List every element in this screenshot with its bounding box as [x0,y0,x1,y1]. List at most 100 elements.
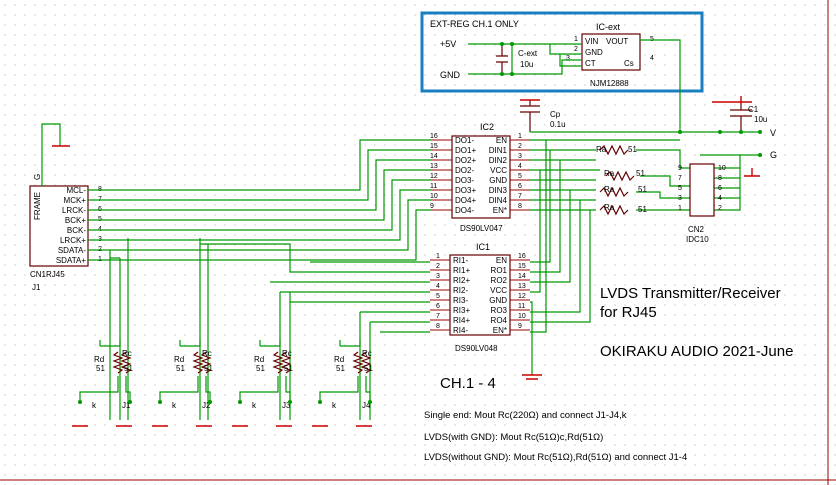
ic-pin-number: 3 [518,153,522,160]
title-line3: OKIRAKU AUDIO 2021-June [600,343,793,360]
junction [318,400,322,404]
junction [510,72,514,76]
rj45-frame-label: FRAME [33,192,42,220]
term-k-label: k [252,401,257,410]
c1-cap [730,104,752,132]
ic-pin-number: 8 [436,323,440,330]
wire-lrck-n [88,159,432,211]
junction [288,400,292,404]
wire-mcl [88,139,432,191]
ic-ext-num2: 2 [574,46,578,53]
channels-label: CH.1 - 4 [440,375,496,392]
cn2-pin-number: 7 [678,175,682,182]
ic-pin-number: 12 [430,173,438,180]
ic-ext-pin-vin: VIN [585,37,599,46]
term-k-label: k [92,401,97,410]
ic-pin-name: RO3 [491,306,508,315]
ic-pin-name: DO4+ [455,196,476,205]
ic-pin-name: RI2+ [453,276,470,285]
junction [758,153,762,157]
cn2-pin-number: 8 [718,175,722,182]
rj45-part: CN1RJ45 [30,270,65,279]
rd-ref: Rd [334,355,344,364]
cn2-gnd-symbol [744,168,760,177]
ic-pin-name: DO2- [455,166,474,175]
ic-pin-number: 9 [518,323,522,330]
rail-v-label: V [770,128,776,138]
ic-pin-number: 7 [436,313,440,320]
ic-pin-name: RO2 [491,276,508,285]
term-k-label: k [332,401,337,410]
wire-lrck-p [88,189,432,241]
rj45-pin-label: SDATA+ [56,256,86,265]
ic-pin-name: DIN1 [489,146,508,155]
ic-pin-number: 16 [430,133,438,140]
ic-ext-pin-cs: Cs [624,59,634,68]
ic-ext-pin-gnd: GND [585,48,603,57]
cn2-pin-number: 5 [678,185,682,192]
rd-resistor [360,351,372,374]
junction [238,400,242,404]
ra2-resistor [605,170,635,182]
ra2-ref: Ra [604,169,615,178]
ic-pin-name: DO2+ [455,156,476,165]
rd-ref: Rd [254,355,264,364]
term-j-label: J2 [202,401,211,410]
cn2-pin-number: 1 [678,205,682,212]
wire-ra-cn2 [636,149,690,211]
rc-val: 51 [204,364,213,373]
title-line1: LVDS Transmitter/Receiver [600,285,781,302]
ic-pin-number: 2 [436,263,440,270]
ic-pin-name: DO1+ [455,146,476,155]
term-j-label: J3 [282,401,291,410]
term-wire [99,340,121,347]
rd-val: 51 [336,364,345,373]
rc-val: 51 [284,364,293,373]
ic1-body [449,254,511,336]
ic-pin-number: 1 [518,133,522,140]
ic-pin-name: DO4- [455,206,474,215]
rc-ref: Rc [122,349,132,358]
ic-ext-part: NJM12888 [590,79,629,88]
ic-pin-name: GND [489,176,507,185]
ic-pin-name: RI3+ [453,306,470,315]
ra3-ref: Ra [604,185,615,194]
rd-resistor [280,351,292,374]
rc-ref: Rc [282,349,292,358]
wire-term2 [199,238,209,420]
rd-ref: Rd [94,355,104,364]
cn2-pin-number: 4 [718,195,722,202]
series-resistors: Ra 51 Ra 51 Ra 51 Ra 51 [596,144,647,216]
ic-pin-number: 4 [518,163,522,170]
junction [500,72,504,76]
ic-ext-num3: 3 [566,55,570,62]
cp-ref: Cp [550,110,561,119]
c1-ref: C1 [748,105,759,114]
ic-pin-number: 13 [518,283,526,290]
ic1-ref: IC1 [476,242,490,252]
ic-pin-number: 14 [518,273,526,280]
ic1-gnd-symbol [522,374,542,380]
cn2-pin-number: 10 [718,165,726,172]
ext-reg-gnd: GND [440,70,461,80]
ra1-val: 51 [628,145,637,154]
junction [510,42,514,46]
ic-pin-number: 15 [430,143,438,150]
junction [500,42,504,46]
term-k-label: k [172,401,177,410]
term-wire [339,340,361,347]
term-wire [79,376,131,402]
cp-val: 0.1u [550,120,566,129]
ic-pin-name: DO1- [455,136,474,145]
wire-sdata-n [88,199,432,251]
ic-pin-number: 4 [436,283,440,290]
c-ext-cap [496,44,508,74]
ic-pin-name: EN* [493,206,507,215]
ic-ext-num4: 4 [650,55,654,62]
note-single-end: Single end: Mout Rc(220Ω) and connect J1… [424,410,627,421]
